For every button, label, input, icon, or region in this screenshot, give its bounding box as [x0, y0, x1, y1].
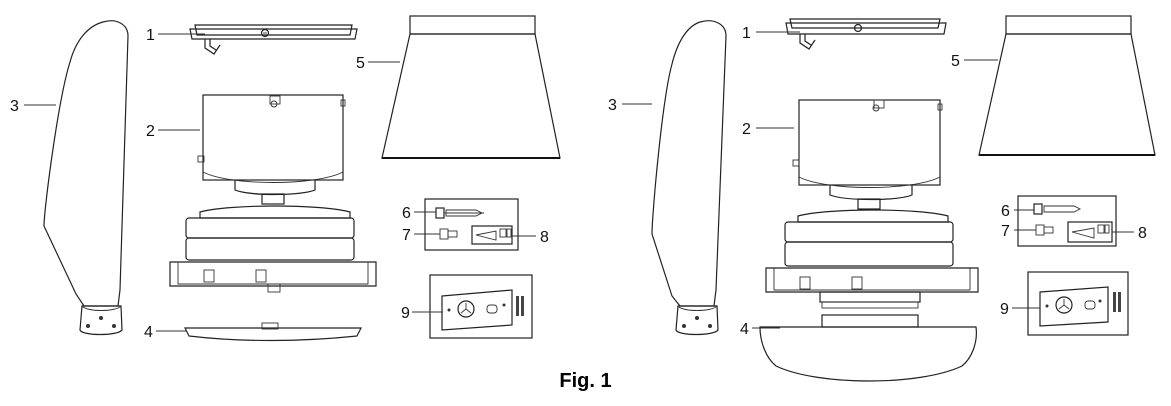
- left-label-9: 9: [401, 305, 410, 322]
- left-label-2: 2: [146, 123, 155, 140]
- right-mounting-plate-box: [1027, 271, 1129, 336]
- right-canopy-bracket: [785, 18, 947, 50]
- right-label-3: 3: [608, 97, 617, 114]
- left-label-7: 7: [402, 227, 411, 244]
- left-blade: [43, 20, 129, 336]
- figure-caption: Fig. 1: [559, 370, 612, 392]
- right-parts-set: 1 2 3 4 5 6 7 8 9: [608, 15, 1156, 382]
- right-blade: [651, 20, 727, 336]
- left-hardware-box: [424, 198, 519, 251]
- right-leader-lines: [622, 31, 1134, 329]
- right-label-9: 9: [1000, 301, 1009, 318]
- right-label-5: 5: [951, 53, 960, 70]
- left-label-3: 3: [10, 98, 19, 115]
- right-lamp-shade: [978, 15, 1156, 156]
- right-label-4: 4: [740, 321, 749, 338]
- left-motor-housing: [197, 94, 346, 205]
- left-lamp-shade: [381, 15, 561, 159]
- left-parts-set: 1 2 3 4 5 6 7 8 9: [10, 15, 561, 342]
- left-mounting-plate-box: [429, 274, 533, 339]
- right-label-1: 1: [742, 25, 751, 42]
- left-label-6: 6: [402, 205, 411, 222]
- right-label-7: 7: [1001, 223, 1010, 240]
- right-hardware-box: [1017, 195, 1117, 247]
- left-cover-plate: [184, 322, 362, 342]
- right-label-8: 8: [1138, 225, 1147, 242]
- left-label-1: 1: [146, 27, 155, 44]
- left-label-5: 5: [356, 55, 365, 72]
- left-label-8: 8: [540, 229, 549, 246]
- right-label-2: 2: [742, 121, 751, 138]
- right-light-bowl: [759, 314, 977, 382]
- right-label-6: 6: [1001, 203, 1010, 220]
- left-motor-body: [169, 205, 377, 293]
- right-motor-body: [765, 209, 979, 309]
- left-label-4: 4: [144, 324, 153, 341]
- left-leader-lines: [24, 33, 536, 332]
- right-motor-housing: [792, 99, 943, 210]
- left-canopy-bracket: [189, 24, 358, 55]
